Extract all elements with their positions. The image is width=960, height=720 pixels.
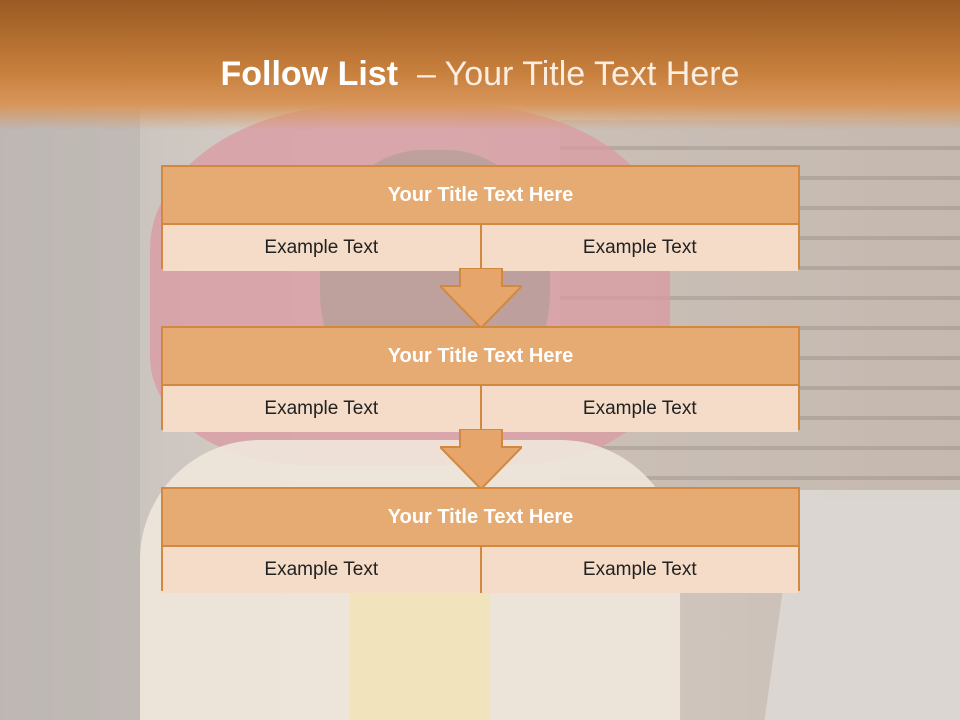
slide-title: Follow List – Your Title Text Here (0, 55, 960, 94)
step-cell-right: Example Text (479, 386, 798, 432)
step-title: Your Title Text Here (163, 489, 798, 547)
slide-title-bold: Follow List (220, 55, 399, 93)
title-band (0, 0, 960, 130)
step-box-2: Your Title Text Here Example Text Exampl… (161, 326, 800, 432)
step-box-3: Your Title Text Here Example Text Exampl… (161, 487, 800, 593)
step-cell-left: Example Text (163, 547, 480, 593)
down-arrow-icon (440, 429, 522, 489)
step-cell-left: Example Text (163, 386, 480, 432)
step-title: Your Title Text Here (163, 167, 798, 225)
step-cell-right: Example Text (479, 225, 798, 271)
slide-title-rest: – Your Title Text Here (416, 55, 740, 93)
step-cell-right: Example Text (479, 547, 798, 593)
step-row: Example Text Example Text (163, 386, 798, 432)
step-box-1: Your Title Text Here Example Text Exampl… (161, 165, 800, 271)
step-title: Your Title Text Here (163, 328, 798, 386)
step-row: Example Text Example Text (163, 225, 798, 271)
step-cell-left: Example Text (163, 225, 480, 271)
background-left-shade (0, 110, 140, 720)
down-arrow-icon (440, 268, 522, 328)
step-row: Example Text Example Text (163, 547, 798, 593)
